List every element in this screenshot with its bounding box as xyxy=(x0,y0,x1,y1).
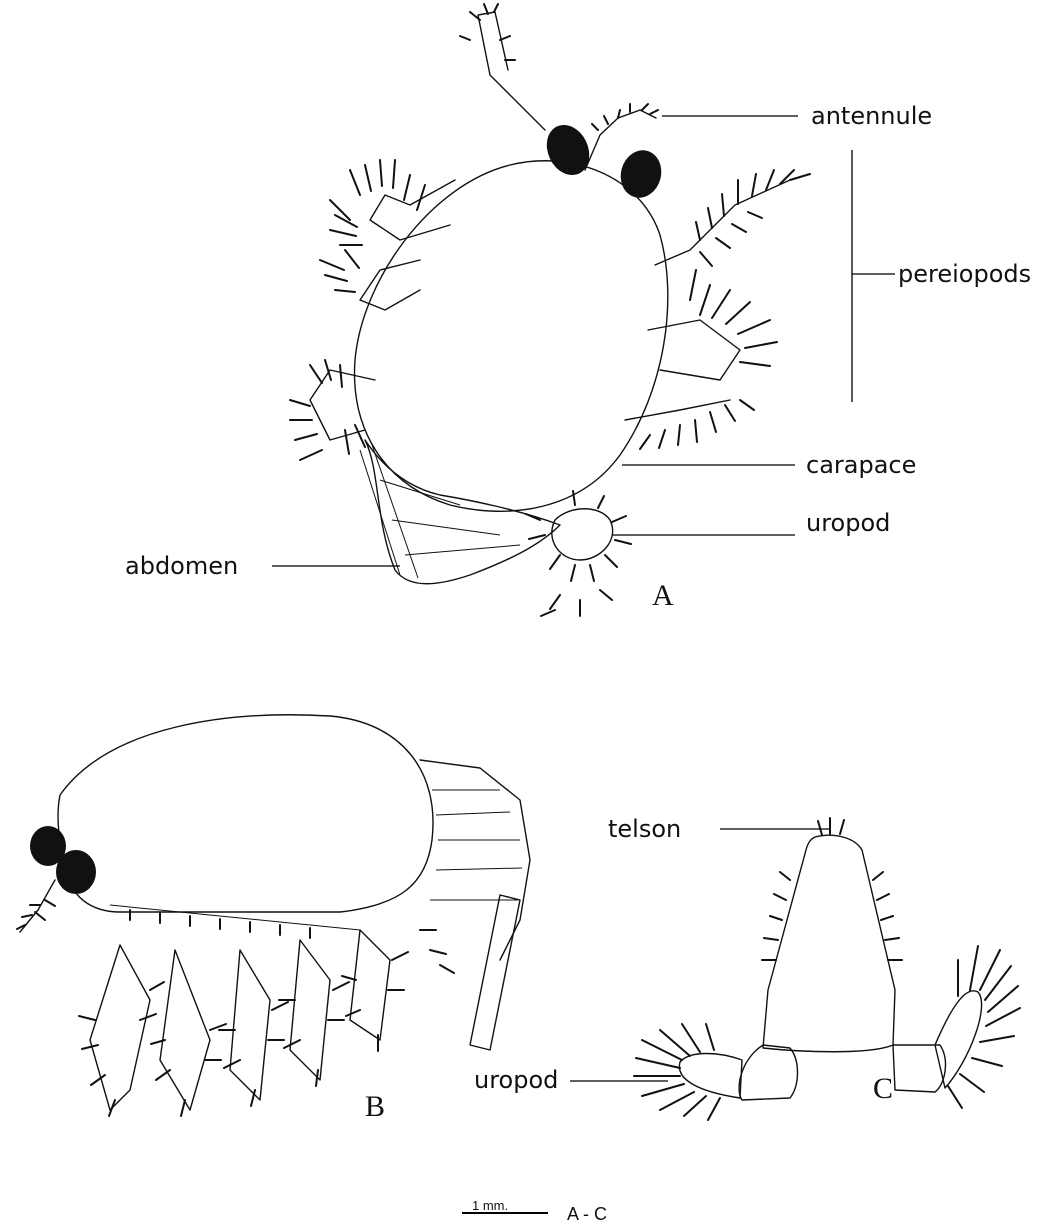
uropod-c-right xyxy=(935,991,982,1088)
panel-label-b: B xyxy=(365,1090,385,1123)
scale-length: 1 mm. xyxy=(472,1198,508,1213)
label-carapace: carapace xyxy=(806,451,916,479)
uropod-c-left xyxy=(679,1054,742,1099)
eye-right-a xyxy=(615,146,666,203)
label-abdomen: abdomen xyxy=(125,552,238,580)
label-uropod-c: uropod xyxy=(474,1066,558,1094)
uropod-a xyxy=(552,509,613,560)
carapace-a xyxy=(355,161,668,512)
telson-c xyxy=(763,835,895,1052)
scale-bar: 1 mm. A - C xyxy=(462,1198,607,1224)
label-telson: telson xyxy=(608,815,681,843)
figure-b xyxy=(17,715,530,1116)
label-antennule: antennule xyxy=(811,102,932,130)
carapace-b xyxy=(58,715,433,912)
abdomen-a xyxy=(365,440,560,584)
figure-a xyxy=(290,4,810,616)
annotations: antennule pereiopods carapace uropod abd… xyxy=(125,102,1031,1123)
label-uropod-a: uropod xyxy=(806,509,890,537)
panel-label-c: C xyxy=(873,1072,893,1105)
eye-2-b xyxy=(56,850,96,894)
scale-applies-to: A - C xyxy=(567,1204,607,1224)
label-pereiopods: pereiopods xyxy=(898,260,1031,288)
figure-c xyxy=(634,818,1020,1120)
eye-left-a xyxy=(539,118,597,182)
panel-label-a: A xyxy=(652,579,674,612)
